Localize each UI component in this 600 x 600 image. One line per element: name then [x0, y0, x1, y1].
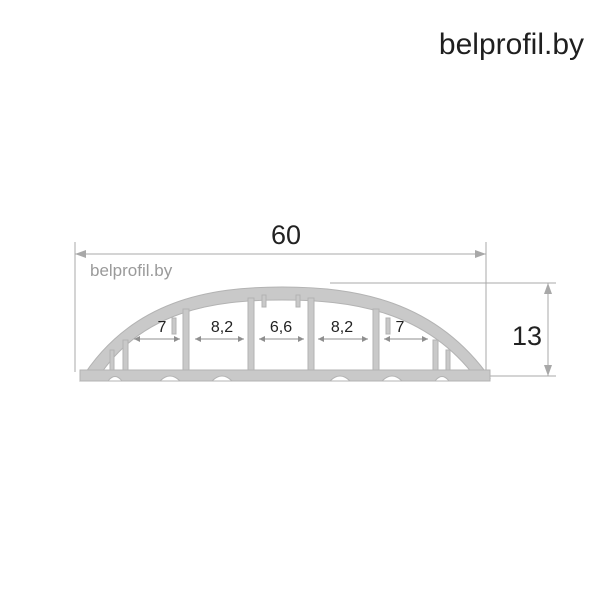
arrow-right-icon: [475, 250, 486, 258]
base-bumps: [106, 375, 451, 382]
profile-partitions: [109, 294, 451, 371]
height-dimension: [330, 282, 556, 377]
channel-5-label: 7: [396, 319, 405, 336]
channel-arrows: [134, 336, 428, 342]
channel-profile: [79, 286, 491, 382]
site-brand: belprofil.by: [438, 28, 584, 61]
arrow-down-icon: [544, 365, 552, 376]
profile-base: [79, 369, 491, 382]
width-dimension: [74, 242, 487, 378]
channel-1-label: 7: [158, 319, 167, 336]
channel-2-label: 8,2: [211, 319, 233, 336]
height-label: 13: [512, 321, 542, 351]
width-label: 60: [271, 220, 301, 250]
channel-labels: 7 8,2 6,6 8,2 7: [158, 319, 405, 336]
channel-4-label: 8,2: [331, 319, 353, 336]
watermark: belprofil.by: [90, 261, 173, 280]
arrow-left-icon: [75, 250, 86, 258]
arrow-up-icon: [544, 283, 552, 294]
channel-3-label: 6,6: [270, 319, 292, 336]
